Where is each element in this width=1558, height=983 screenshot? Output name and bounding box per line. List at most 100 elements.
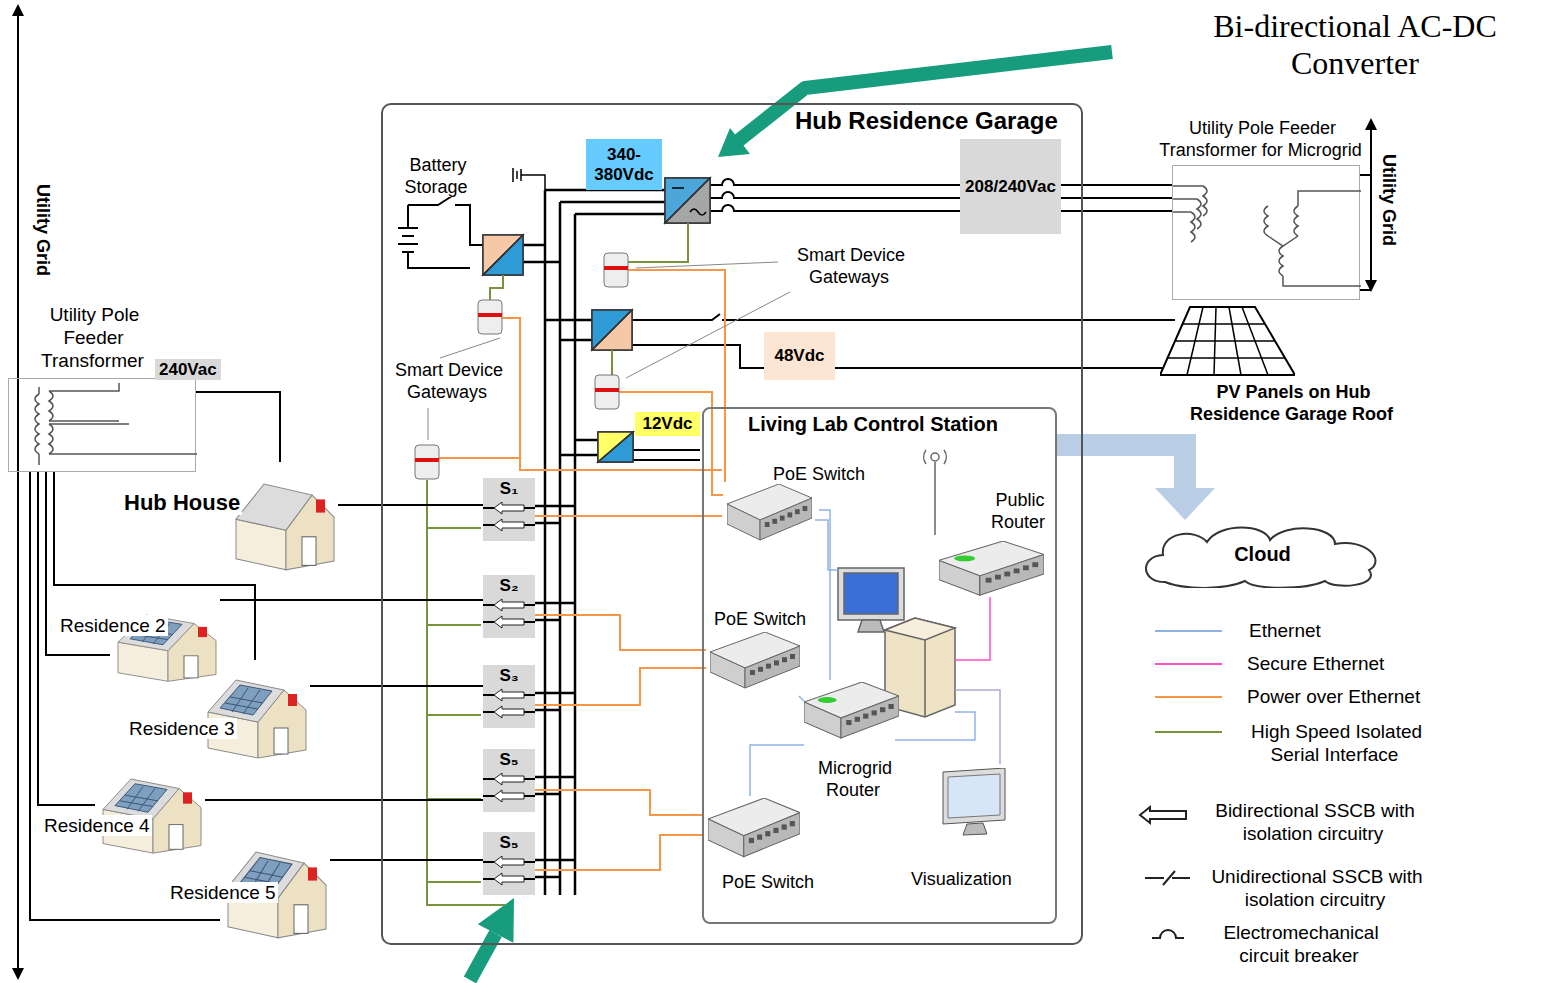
switch-icon: [765, 522, 770, 527]
switch-icon: [790, 821, 795, 826]
router-icon: [1023, 565, 1029, 570]
switch-icon: [782, 824, 787, 829]
node-text: Residence 4: [42, 815, 152, 836]
text-holder: PV Panels on Hub Residence Garage Roof: [1175, 382, 1410, 425]
node-text: PoE Switch: [720, 872, 816, 892]
poe-lines: [502, 318, 722, 470]
battery-symbol: [398, 196, 483, 268]
legend-text: Power over Ethernet: [1245, 686, 1422, 707]
ethernet-lines: [895, 712, 975, 740]
switch-icon: [795, 509, 800, 514]
switch-icon: [744, 813, 800, 857]
converter-symbols: [592, 310, 632, 350]
poe-lines: [439, 457, 520, 459]
pv-panel: [1175, 340, 1275, 342]
poe-lines: [533, 515, 722, 517]
text-holder: PoE Switch: [720, 872, 816, 894]
router-icon: [1004, 572, 1010, 577]
diagram-label: Utility Grid: [1379, 152, 1399, 248]
node-text: Residence 3: [127, 718, 237, 739]
label-holder: Bi-directional AC-DC Converter: [1160, 8, 1550, 82]
voltage-box: 12Vdc: [635, 412, 700, 436]
router-icon: [1032, 562, 1038, 567]
feeder-transformer: Utility Pole Feeder Transformer: [8, 378, 196, 472]
pv-panel: [1183, 323, 1266, 325]
router-icon: [855, 717, 860, 722]
poe-switch: PoE Switch: [708, 608, 800, 696]
connector: [1155, 488, 1215, 520]
legend-text: Electromechanical circuit breaker: [1221, 922, 1378, 966]
connector: [196, 392, 280, 462]
connector: [310, 685, 483, 687]
utility-grid-line: [12, 968, 24, 980]
transformer-symbol: [1191, 212, 1195, 242]
ethernet-lines: [955, 597, 990, 660]
control-room-equipment: [844, 573, 898, 614]
house-icon: [184, 656, 198, 678]
transformer-symbol: [35, 394, 39, 454]
node-text: Microgrid Router: [816, 758, 892, 800]
sscb-box: S₁: [483, 478, 535, 541]
ethernet-lines: [815, 520, 838, 570]
house: Residence 5: [220, 830, 330, 940]
legend-sample: [1155, 663, 1222, 665]
leader-line: [428, 262, 790, 440]
router-icon: [995, 575, 1001, 580]
legend-text: High Speed Isolated Serial Interface: [1249, 721, 1422, 765]
pv-wires: [633, 450, 700, 460]
diagram-label: Utility Grid: [33, 182, 53, 278]
converter-symbols: [592, 310, 632, 350]
connector: [330, 860, 483, 861]
text-holder: Microgrid Router: [808, 758, 900, 801]
converter-symbols: [665, 178, 710, 223]
node-text: Utility Pole Feeder Transformer: [41, 304, 146, 371]
switch-icon: [727, 504, 760, 540]
house-icon: [208, 680, 284, 722]
text-holder: Residence 4: [42, 815, 152, 838]
transformer-symbol: [1268, 191, 1361, 286]
text-holder: Utility Pole Feeder Transformer for Micr…: [1149, 118, 1374, 161]
connector: [220, 600, 483, 601]
sscb-symbol: [494, 599, 524, 611]
sscb-symbol: [494, 873, 524, 885]
connector: [196, 392, 280, 462]
text-holder: S₅: [483, 833, 535, 853]
converter-symbols: [592, 310, 632, 350]
legend-sample: [1155, 731, 1222, 733]
house-icon: [120, 787, 158, 812]
switch-icon: [803, 506, 808, 511]
router-icon: [880, 707, 885, 712]
node-text: S₂: [500, 576, 519, 595]
leader-line: [428, 262, 790, 440]
router-icon: [980, 555, 1044, 596]
house-icon: [220, 685, 272, 715]
control-room-equipment: [838, 450, 955, 717]
ac-feeder-wires: [710, 192, 1172, 198]
connector: [38, 472, 95, 805]
legend-entry: Power over Ethernet: [1245, 686, 1422, 709]
connector: [338, 505, 483, 506]
connector: [819, 510, 830, 680]
diagram-label: Smart Device Gateways: [795, 245, 905, 287]
callout-arrow: [738, 52, 1112, 141]
house: Residence 2: [110, 598, 220, 683]
switch-icon: [750, 670, 755, 675]
text-holder: Utility Pole Feeder Transformer: [36, 304, 151, 372]
legend-text: Secure Ethernet: [1245, 653, 1386, 674]
converter-symbols: [598, 432, 633, 462]
diagram-label: Bi-directional AC-DC Converter: [1213, 8, 1497, 81]
legend-entry: Electromechanical circuit breaker: [1205, 922, 1395, 968]
switch-icon: [745, 646, 800, 688]
poe-lines: [533, 668, 706, 705]
converter-symbols: [665, 178, 710, 223]
ac-feeder-wires: [710, 179, 1172, 185]
ethernet-lines: [815, 520, 1000, 764]
legend-text: Unidirectional SSCB with isolation circu…: [1209, 866, 1422, 910]
ethernet-lines: [955, 690, 1000, 764]
legend-entry: Unidirectional SSCB with isolation circu…: [1200, 866, 1432, 912]
router-icon: [818, 697, 837, 703]
control-room-equipment: [885, 618, 955, 640]
switch-icon: [727, 484, 812, 546]
converter-symbols: [672, 188, 706, 215]
transformer-symbol: [1264, 206, 1268, 236]
